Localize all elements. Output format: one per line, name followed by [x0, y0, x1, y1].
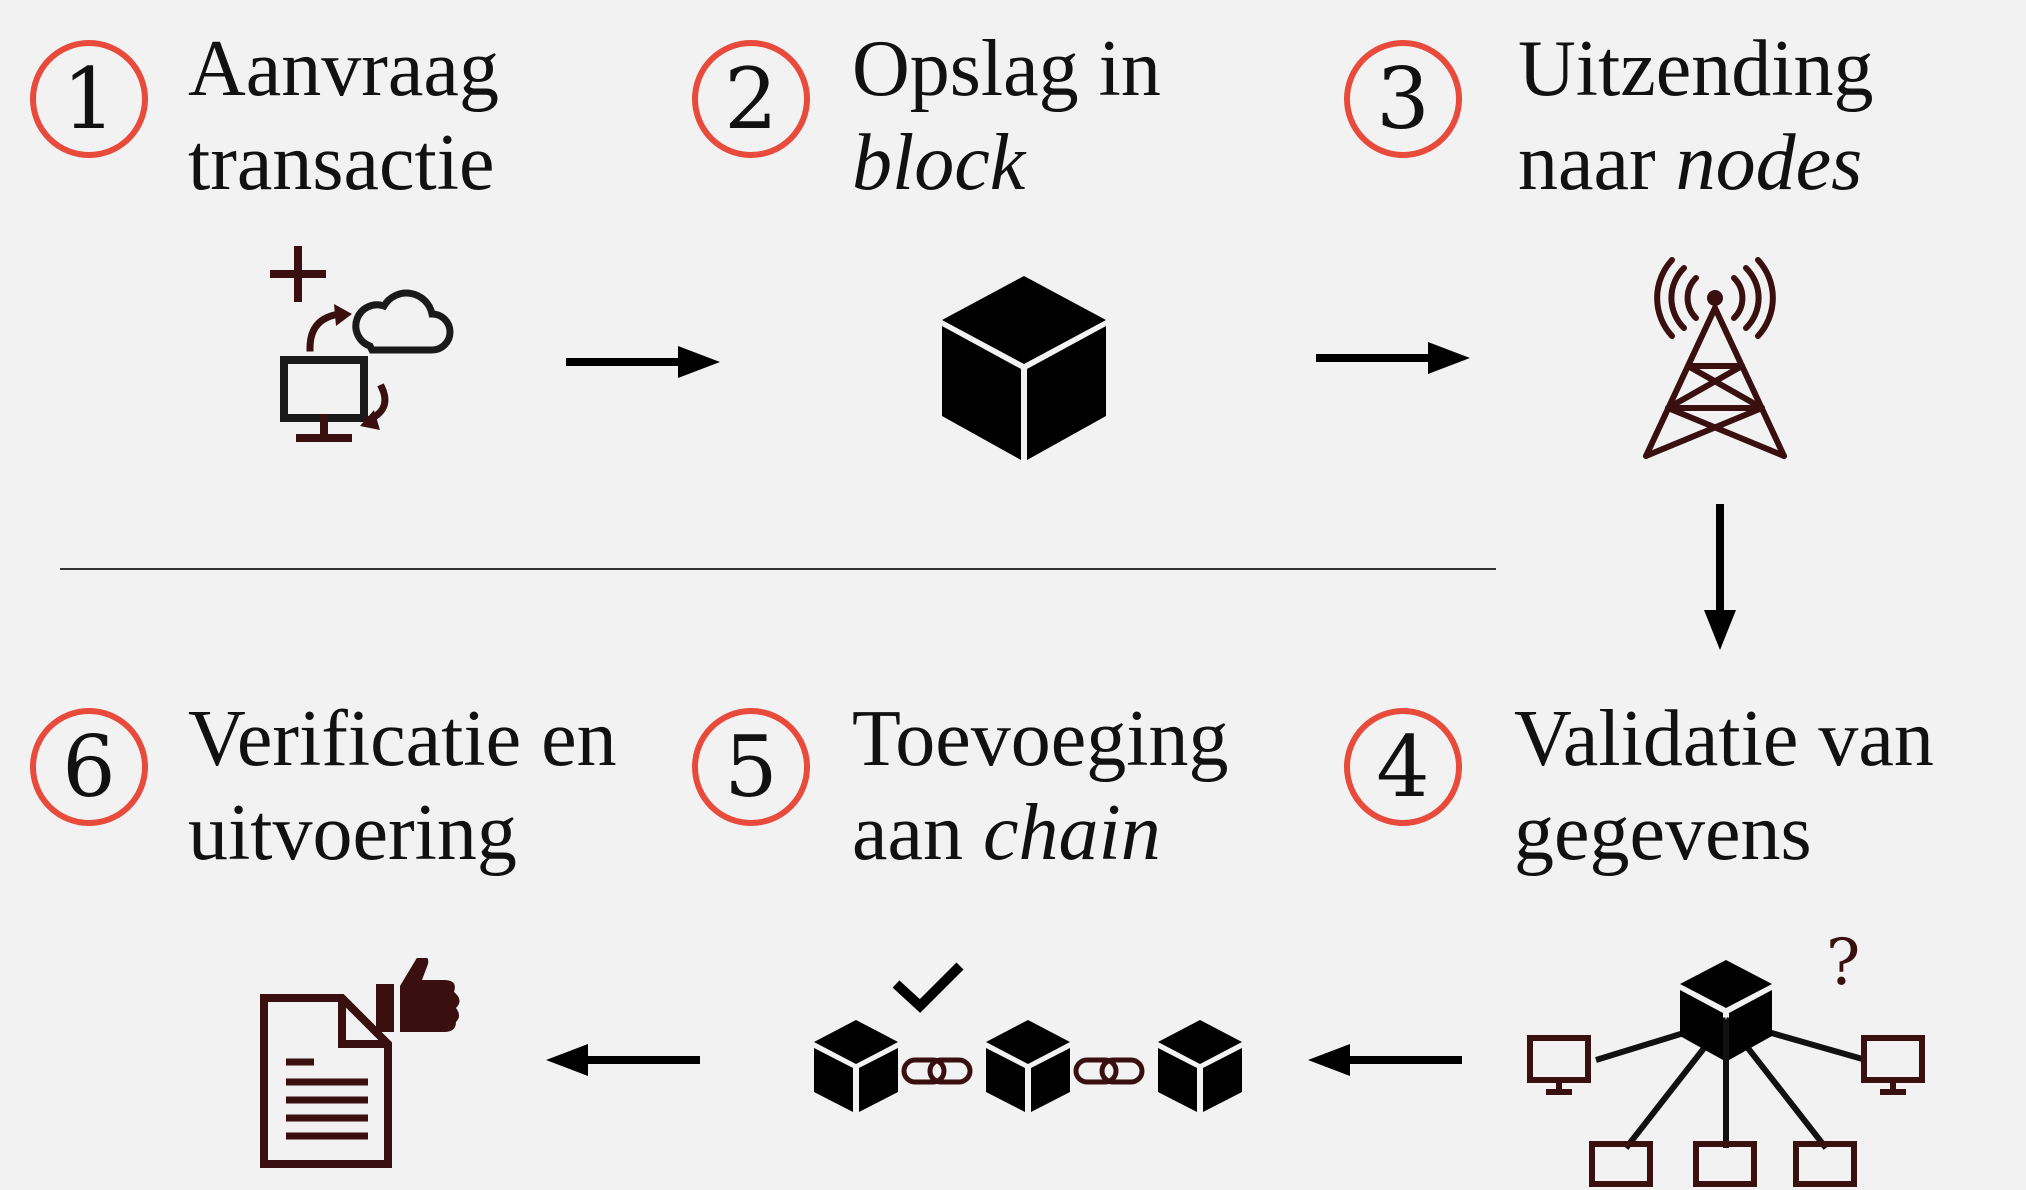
section-divider [60, 568, 1496, 570]
step-label-line1: Opslag in [852, 25, 1161, 113]
arrow-right-2-to-3 [1316, 342, 1470, 374]
step-label-line1: Validatie van [1514, 695, 1934, 783]
linked-blocks-chain-icon [814, 962, 1242, 1112]
computer-cloud-sync-icon [270, 246, 454, 442]
step-label-line2-italic: nodes [1675, 119, 1863, 207]
step-label: Verificatie en uitvoering [188, 692, 617, 880]
arrow-left-4-to-5 [1308, 1044, 1462, 1076]
document-thumbs-up-icon [260, 958, 460, 1168]
step-label: Validatie van gegevens [1514, 692, 1934, 880]
step-label-line2: gegevens [1514, 789, 1812, 877]
step-label-line2: uitvoering [188, 789, 517, 877]
broadcast-tower-icon [1643, 257, 1787, 459]
step-number-badge: 2 [692, 40, 810, 158]
step-number-badge: 6 [30, 708, 148, 826]
step-label-line2: transactie [188, 119, 495, 207]
step-label-line2: naar [1518, 119, 1676, 207]
arrow-left-5-to-6 [546, 1044, 700, 1076]
step-label-line1: Aanvraag [188, 25, 499, 113]
step-number-badge: 1 [30, 40, 148, 158]
cube-block-icon [942, 276, 1106, 460]
step-label-line1: Uitzending [1518, 25, 1874, 113]
step-label-line1: Toevoeging [852, 695, 1229, 783]
step-number-badge: 5 [692, 708, 810, 826]
arrow-right-1-to-2 [566, 346, 720, 378]
step-label-line2-italic: chain [983, 789, 1161, 877]
step-label: Opslag in block [852, 22, 1161, 210]
node-network-validation-icon: ? [1527, 926, 1925, 1187]
step-number-badge: 3 [1344, 40, 1462, 158]
step-label-line2: aan [852, 789, 984, 877]
step-number-badge: 4 [1344, 708, 1462, 826]
question-mark-text: ? [1826, 926, 1860, 1000]
step-label-line1: Verificatie en [188, 695, 617, 783]
step-label: Aanvraag transactie [188, 22, 499, 210]
step-label: Toevoeging aan chain [852, 692, 1229, 880]
step-label-line2-italic: block [852, 119, 1026, 207]
step-label: Uitzending naar nodes [1518, 22, 1873, 210]
arrow-down-3-to-4 [1704, 504, 1736, 650]
